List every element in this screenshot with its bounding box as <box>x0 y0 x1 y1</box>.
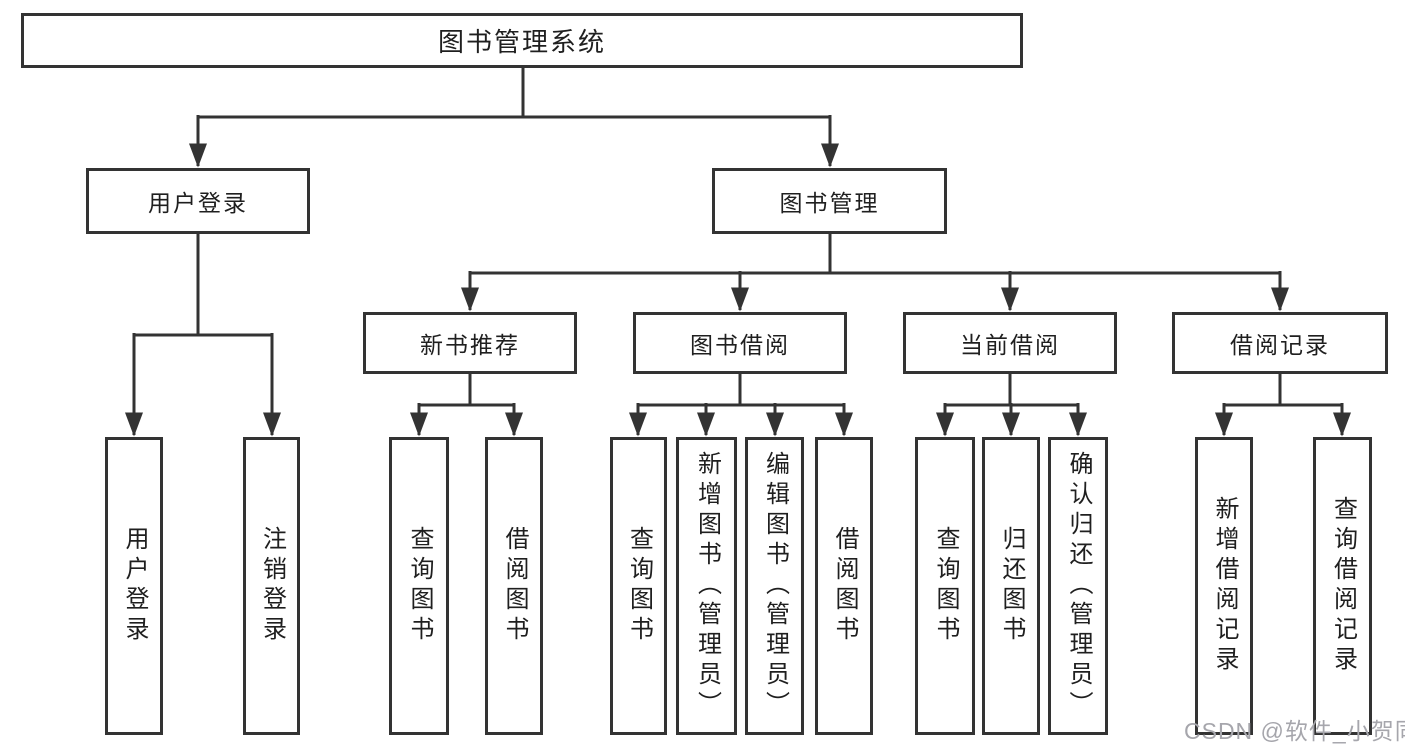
node-borrowing-records: 借阅记录 <box>1172 312 1388 374</box>
leaf-recommend-query-books: 查询图书 <box>389 437 449 735</box>
node-label: 借阅记录 <box>1230 332 1330 358</box>
leaf-logout-login: 注销登录 <box>243 437 300 735</box>
node-label: 归还图书 <box>998 526 1025 646</box>
node-book-borrowing: 图书借阅 <box>633 312 847 374</box>
watermark-text: CSDN @软件_小贺同学 <box>1184 718 1405 744</box>
node-label: 图书借阅 <box>690 332 790 358</box>
leaf-recommend-borrow-books: 借阅图书 <box>485 437 543 735</box>
node-current-borrowing: 当前借阅 <box>903 312 1117 374</box>
node-label: 借阅图书 <box>501 526 528 646</box>
leaf-user-login: 用户登录 <box>105 437 163 735</box>
node-new-book-recommendation: 新书推荐 <box>363 312 577 374</box>
leaf-borrow-borrow-books: 借阅图书 <box>815 437 873 735</box>
node-label: 借阅图书 <box>831 526 858 646</box>
node-label: 编辑图书（管理员） <box>761 451 789 721</box>
node-label: 查询图书 <box>625 526 653 646</box>
node-label: 确认归还（管理员） <box>1065 451 1092 721</box>
node-label: 图书管理 <box>779 190 880 216</box>
leaf-borrow-add-books-admin: 新增图书（管理员） <box>676 437 737 735</box>
node-label: 查询借阅记录 <box>1329 496 1357 676</box>
node-label: 新增图书（管理员） <box>693 451 721 721</box>
leaf-records-query-borrow-record: 查询借阅记录 <box>1313 437 1372 735</box>
node-label: 新书推荐 <box>420 332 520 358</box>
leaf-borrow-query-books: 查询图书 <box>610 437 667 735</box>
node-label: 查询图书 <box>406 526 433 646</box>
node-label: 用户登录 <box>148 190 248 216</box>
node-label: 图书管理系统 <box>437 27 606 57</box>
leaf-borrow-edit-books-admin: 编辑图书（管理员） <box>745 437 804 735</box>
node-label: 注销登录 <box>258 526 286 646</box>
node-label: 新增借阅记录 <box>1211 496 1238 676</box>
leaf-current-return-books: 归还图书 <box>982 437 1040 735</box>
node-label: 当前借阅 <box>960 332 1060 358</box>
node-user-login: 用户登录 <box>86 168 310 234</box>
node-label: 查询图书 <box>932 526 959 646</box>
node-label: 用户登录 <box>121 526 148 646</box>
node-book-management: 图书管理 <box>712 168 947 234</box>
leaf-records-add-borrow-record: 新增借阅记录 <box>1195 437 1253 735</box>
node-library-system-root: 图书管理系统 <box>21 13 1023 68</box>
leaf-current-query-books: 查询图书 <box>915 437 975 735</box>
leaf-current-confirm-return-admin: 确认归还（管理员） <box>1048 437 1108 735</box>
